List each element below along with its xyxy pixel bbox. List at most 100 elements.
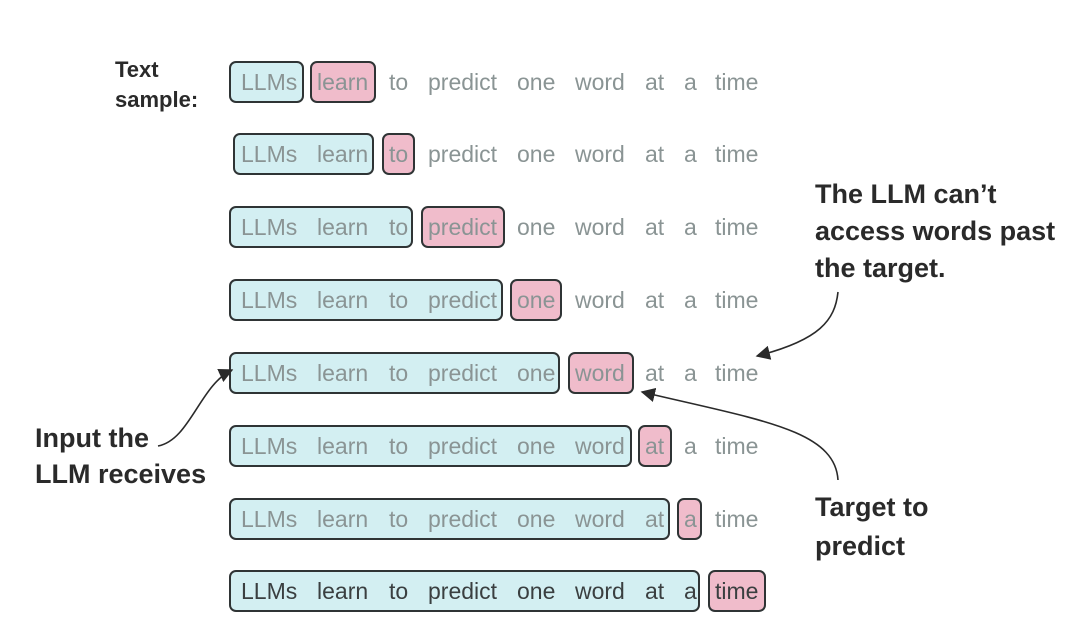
input-word: LLMs <box>241 506 297 532</box>
future-word: one <box>517 214 555 240</box>
future-word: word <box>574 69 625 95</box>
input-context-box <box>229 206 413 248</box>
input-word: to <box>389 506 408 532</box>
cant-access-annotation: The LLM can’t access words past the targ… <box>815 179 1063 283</box>
input-arrow <box>157 369 234 447</box>
input-word: predict <box>428 433 498 459</box>
input-word: word <box>574 578 625 604</box>
future-word: word <box>574 141 625 167</box>
target-word-box <box>568 352 634 394</box>
future-word: word <box>574 287 625 313</box>
future-word: at <box>645 69 665 95</box>
target-word: predict <box>428 214 498 240</box>
future-word: a <box>684 141 697 167</box>
future-word: at <box>645 141 665 167</box>
target-word-box <box>638 425 672 467</box>
future-word: time <box>715 214 758 240</box>
future-word: a <box>684 214 697 240</box>
target-arrow <box>640 387 839 481</box>
target-word: to <box>389 141 408 167</box>
input-word: one <box>517 578 555 604</box>
input-annotation-line-1: Input the <box>35 423 149 453</box>
input-word: at <box>645 506 665 532</box>
future-word: a <box>684 287 697 313</box>
future-word: one <box>517 69 555 95</box>
input-context-box <box>229 498 670 540</box>
input-word: LLMs <box>241 214 297 240</box>
input-word: learn <box>317 506 368 532</box>
input-word: LLMs <box>241 141 297 167</box>
input-context-box <box>229 570 700 612</box>
future-word: at <box>645 214 665 240</box>
input-word: to <box>389 578 408 604</box>
input-word: learn <box>317 141 368 167</box>
input-word: predict <box>428 578 498 604</box>
input-word: to <box>389 214 408 240</box>
target-word-box <box>310 61 376 103</box>
target-word: at <box>645 433 665 459</box>
future-word: predict <box>428 69 498 95</box>
future-word: time <box>715 360 758 386</box>
input-word: at <box>645 578 665 604</box>
future-word: at <box>645 360 665 386</box>
future-word: to <box>389 69 408 95</box>
target-word: time <box>715 578 758 604</box>
target-word: a <box>684 506 697 532</box>
input-word: learn <box>317 287 368 313</box>
target-word-box <box>708 570 766 612</box>
future-word: time <box>715 141 758 167</box>
future-word: one <box>517 141 555 167</box>
input-word: learn <box>317 433 368 459</box>
input-annotation: Input the LLM receives <box>35 423 206 489</box>
input-word: predict <box>428 287 498 313</box>
cant-access-line-1: The LLM can’t <box>815 179 997 209</box>
target-annotation: Target to predict <box>815 492 936 561</box>
future-word: time <box>715 287 758 313</box>
input-annotation-line-2: LLM receives <box>35 459 206 489</box>
target-word: learn <box>317 69 368 95</box>
input-word: to <box>389 360 408 386</box>
input-word: learn <box>317 214 368 240</box>
input-word: LLMs <box>241 578 297 604</box>
target-word: one <box>517 287 555 313</box>
input-word: LLMs <box>241 433 297 459</box>
text-sample-line-2: sample: <box>115 87 198 112</box>
text-sample-line-1: Text <box>115 57 159 82</box>
input-word: predict <box>428 506 498 532</box>
target-word-box <box>421 206 505 248</box>
future-word: time <box>715 506 758 532</box>
cant-access-arrow <box>755 291 839 360</box>
input-word: LLMs <box>241 360 297 386</box>
target-word: word <box>574 360 625 386</box>
target-annotation-line-2: predict <box>815 531 905 561</box>
future-word: time <box>715 69 758 95</box>
input-word: learn <box>317 360 368 386</box>
cant-access-line-2: access words past <box>815 216 1055 246</box>
input-word: predict <box>428 360 498 386</box>
input-context-box <box>229 61 304 103</box>
text-sample-label: Text sample: <box>115 57 198 112</box>
target-word-box <box>510 279 562 321</box>
input-context-box <box>229 425 632 467</box>
input-word: word <box>574 506 625 532</box>
input-word: one <box>517 433 555 459</box>
input-context-box <box>229 279 503 321</box>
input-word: word <box>574 433 625 459</box>
future-word: word <box>574 214 625 240</box>
target-annotation-line-1: Target to <box>815 492 929 522</box>
target-word-box <box>677 498 702 540</box>
cant-access-line-3: the target. <box>815 253 946 283</box>
input-word: a <box>684 578 697 604</box>
input-context-box <box>233 133 374 175</box>
future-word: time <box>715 433 758 459</box>
future-word: at <box>645 287 665 313</box>
input-word: LLMs <box>241 287 297 313</box>
input-word: learn <box>317 578 368 604</box>
